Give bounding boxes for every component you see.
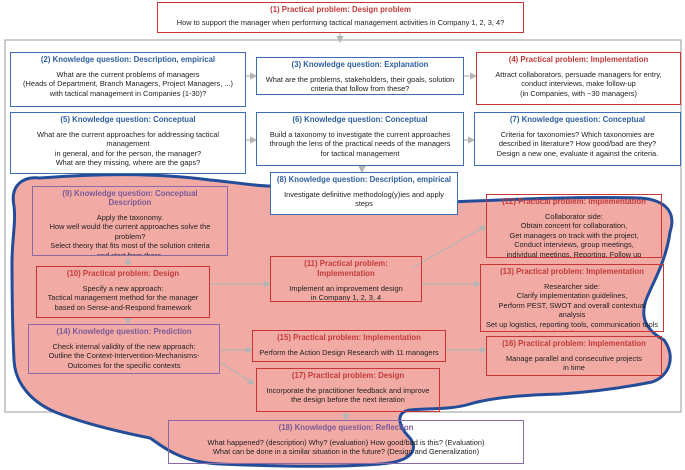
box-18-knowledge-reflection: (18) Knowledge question: Reflection What… xyxy=(168,420,524,464)
box-13-implementation-researcher: (13) Practical problem: Implementation R… xyxy=(480,264,664,332)
box-14-knowledge-prediction: (14) Knowledge question: Prediction Chec… xyxy=(28,324,220,374)
box-18-title: (18) Knowledge question: Reflection xyxy=(278,423,414,432)
box-2-text: What are the current problems of manager… xyxy=(23,69,233,98)
box-10-practical-design: (10) Practical problem: Design Specify a… xyxy=(36,266,210,318)
box-9-title: (9) Knowledge question: Conceptual Descr… xyxy=(62,189,198,208)
box-5-title: (5) Knowledge question: Conceptual xyxy=(60,115,196,124)
box-13-title: (13) Practical problem: Implementation xyxy=(500,267,644,276)
box-3-text: What are the problems, stakeholders, the… xyxy=(265,74,455,94)
box-9-knowledge-conceptual: (9) Knowledge question: Conceptual Descr… xyxy=(32,186,228,256)
box-15-implementation: (15) Practical problem: Implementation P… xyxy=(252,330,446,362)
box-17-text: Incorporate the practitioner feedback an… xyxy=(266,385,430,405)
box-15-title: (15) Practical problem: Implementation xyxy=(277,333,421,342)
box-7-text: Criteria for taxonomies? Which taxonomie… xyxy=(496,129,659,158)
box-12-text: Collaborator side: Obtain concent for co… xyxy=(506,211,642,258)
box-8-knowledge-empirical: (8) Knowledge question: Description, emp… xyxy=(270,172,458,215)
box-10-title: (10) Practical problem: Design xyxy=(66,269,180,278)
box-4-title: (4) Practical problem: Implementation xyxy=(508,55,649,64)
box-2-title: (2) Knowledge question: Description, emp… xyxy=(40,55,216,64)
box-1-design-problem: (1) Practical problem: Design problem Ho… xyxy=(157,2,524,33)
box-11-implementation: (11) Practical problem: Implementation I… xyxy=(270,256,422,302)
box-3-title: (3) Knowledge question: Explanation xyxy=(291,60,429,69)
box-11-text: Implement an improvement design in Compa… xyxy=(289,283,403,302)
arrows xyxy=(124,33,488,422)
box-12-implementation-collaborator: (12) Practical problem: Implementation C… xyxy=(486,194,662,258)
box-3-knowledge-explanation: (3) Knowledge question: Explanation What… xyxy=(256,57,464,95)
box-5-text: What are the current approaches for addr… xyxy=(37,129,219,168)
box-10-text: Specify a new approach: Tactical managem… xyxy=(47,283,199,312)
arrow-14-to-17 xyxy=(219,361,256,385)
box-14-title: (14) Knowledge question: Prediction xyxy=(56,327,192,336)
box-5-knowledge-conceptual: (5) Knowledge question: Conceptual What … xyxy=(10,112,246,174)
box-6-text: Build a taxonomy to investigate the curr… xyxy=(269,129,451,158)
box-9-text: Apply the taxonomy. How well would the c… xyxy=(49,212,211,256)
box-1-title: (1) Practical problem: Design problem xyxy=(270,5,411,14)
box-1-text: How to support the manager when performi… xyxy=(176,17,505,27)
box-2-knowledge-description: (2) Knowledge question: Description, emp… xyxy=(10,52,246,107)
arrow-11-to-12 xyxy=(411,225,488,269)
box-16-title: (16) Practical problem: Implementation xyxy=(502,339,646,348)
box-7-title: (7) Knowledge question: Conceptual xyxy=(509,115,646,124)
box-6-knowledge-conceptual: (6) Knowledge question: Conceptual Build… xyxy=(256,112,464,166)
box-16-text: Manage parallel and consecutive projects… xyxy=(506,353,642,373)
box-4-implementation: (4) Practical problem: Implementation At… xyxy=(476,52,681,105)
box-7-knowledge-conceptual: (7) Knowledge question: Conceptual Crite… xyxy=(474,112,681,166)
box-13-text: Researcher side: Clarify implementation … xyxy=(485,281,659,331)
box-16-implementation: (16) Practical problem: Implementation M… xyxy=(486,336,662,376)
box-18-text: What happened? (description) Why? (evalu… xyxy=(207,437,485,457)
box-4-text: Attract collaborators, persuade managers… xyxy=(495,69,662,98)
box-15-text: Perform the Action Design Research with … xyxy=(259,347,439,357)
box-6-title: (6) Knowledge question: Conceptual xyxy=(292,115,428,124)
box-8-title: (8) Knowledge question: Description, emp… xyxy=(276,175,452,184)
box-8-text: Investigate definitive methodolog(y)ies … xyxy=(284,189,444,209)
box-11-title: (11) Practical problem: Implementation xyxy=(304,259,388,278)
box-17-title: (17) Practical problem: Design xyxy=(291,371,405,380)
box-17-practical-design: (17) Practical problem: Design Incorpora… xyxy=(256,368,440,412)
box-14-text: Check internal validity of the new appro… xyxy=(48,341,200,370)
box-12-title: (12) Practical problem: Implementation xyxy=(502,197,646,206)
